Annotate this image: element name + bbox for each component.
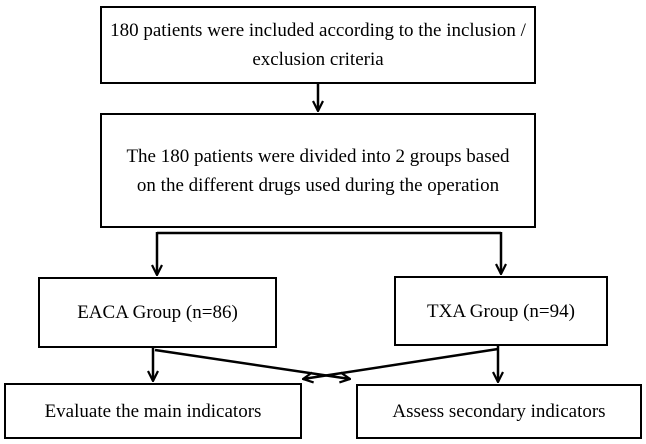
secondary-indicators-box: Assess secondary indicators xyxy=(356,384,642,439)
group-division-box: The 180 patients were divided into 2 gro… xyxy=(100,113,536,228)
group-division-text: The 180 patients were divided into 2 gro… xyxy=(126,145,510,196)
txa-group-box: TXA Group (n=94) xyxy=(394,276,608,346)
eaca-group-box: EACA Group (n=86) xyxy=(38,277,277,348)
eaca-group-label: EACA Group (n=86) xyxy=(77,302,238,323)
main-indicators-box: Evaluate the main indicators xyxy=(4,383,302,439)
secondary-indicators-text: Assess secondary indicators xyxy=(392,401,606,422)
txa-group-label: TXA Group (n=94) xyxy=(427,300,575,322)
main-indicators-text: Evaluate the main indicators xyxy=(44,400,262,422)
arrow-txa-to-main xyxy=(303,347,499,379)
inclusion-criteria-box: 180 patients were included according to … xyxy=(100,6,536,84)
inclusion-criteria-text: 180 patients were included according to … xyxy=(110,20,526,70)
arrow-eaca-to-secondary xyxy=(154,348,350,379)
